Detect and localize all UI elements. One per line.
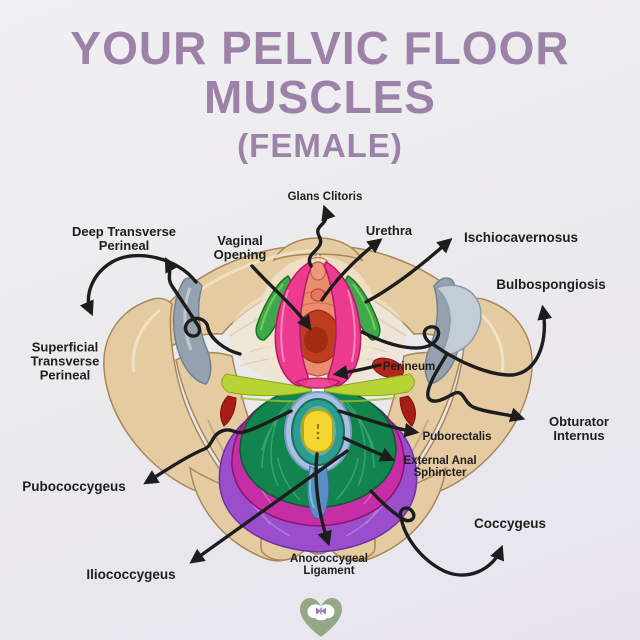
arrow-pubococcygeus bbox=[143, 409, 293, 485]
bulbospongiosus-muscle bbox=[274, 260, 362, 389]
arrow-urethra bbox=[320, 238, 383, 302]
arrow-deep-transverse-perineal bbox=[164, 257, 242, 356]
callout-arrows bbox=[79, 204, 553, 577]
label-ischiocavernosus: Ischiocavernosus bbox=[463, 229, 579, 245]
label-glans-clitoris: Glans Clitoris bbox=[287, 190, 363, 203]
label-anococcygeal-ligament: Anococcygeal Ligament bbox=[290, 552, 368, 577]
external-anal-sphincter-rings bbox=[284, 391, 352, 473]
arrow-vaginal-opening bbox=[250, 264, 312, 331]
pelvis-heart-logo-icon bbox=[300, 598, 342, 637]
label-pubococcygeus: Pubococcygeus bbox=[22, 478, 126, 494]
label-iliococcygeus: Iliococcygeus bbox=[86, 566, 176, 582]
arrow-obturator-internus bbox=[426, 352, 526, 423]
glans-clitoris-shape bbox=[309, 261, 327, 281]
label-urethra: Urethra bbox=[365, 223, 413, 239]
page-title: YOUR PELVIC FLOOR MUSCLES (FEMALE) bbox=[0, 24, 640, 163]
title-subtitle: (FEMALE) bbox=[237, 126, 403, 164]
arrow-puborectalis bbox=[337, 409, 420, 438]
arrow-glans-clitoris bbox=[307, 204, 336, 268]
title-line-1: YOUR PELVIC FLOOR bbox=[70, 22, 570, 74]
label-coccygeus: Coccygeus bbox=[473, 515, 547, 531]
arrow-anococcygeal-ligament bbox=[314, 452, 332, 547]
label-vaginal-opening: Vaginal Opening bbox=[213, 233, 267, 262]
arrow-ischiocavernosus bbox=[364, 238, 453, 304]
ischiocavernosus-muscle bbox=[255, 275, 381, 341]
arrow-perineum bbox=[332, 363, 382, 380]
arrow-iliococcygeus bbox=[189, 449, 349, 564]
label-superficial-transverse-perineal: Superficial Transverse Perineal bbox=[30, 339, 100, 382]
label-obturator-internus: Obturator Internus bbox=[549, 414, 609, 443]
arrow-external-anal-sphincter bbox=[342, 436, 396, 462]
arrow-coccygeus bbox=[369, 489, 505, 577]
deep-muscle-red-accents bbox=[220, 357, 416, 427]
label-perineum: Perineum bbox=[382, 360, 436, 373]
anus bbox=[302, 409, 334, 453]
arrow-bulbospongiosis bbox=[360, 304, 553, 377]
label-deep-transverse-perineal: Deep Transverse Perineal bbox=[71, 224, 177, 253]
arrow-superficial-transverse-perineal bbox=[79, 253, 198, 317]
logo-butterfly-icon bbox=[316, 607, 326, 615]
title-line-2: MUSCLES bbox=[204, 70, 436, 123]
label-puborectalis: Puborectalis bbox=[422, 430, 492, 443]
label-external-anal-sphincter: External Anal Sphincter bbox=[403, 454, 477, 479]
label-bulbospongiosis: Bulbospongiosis bbox=[496, 276, 606, 292]
